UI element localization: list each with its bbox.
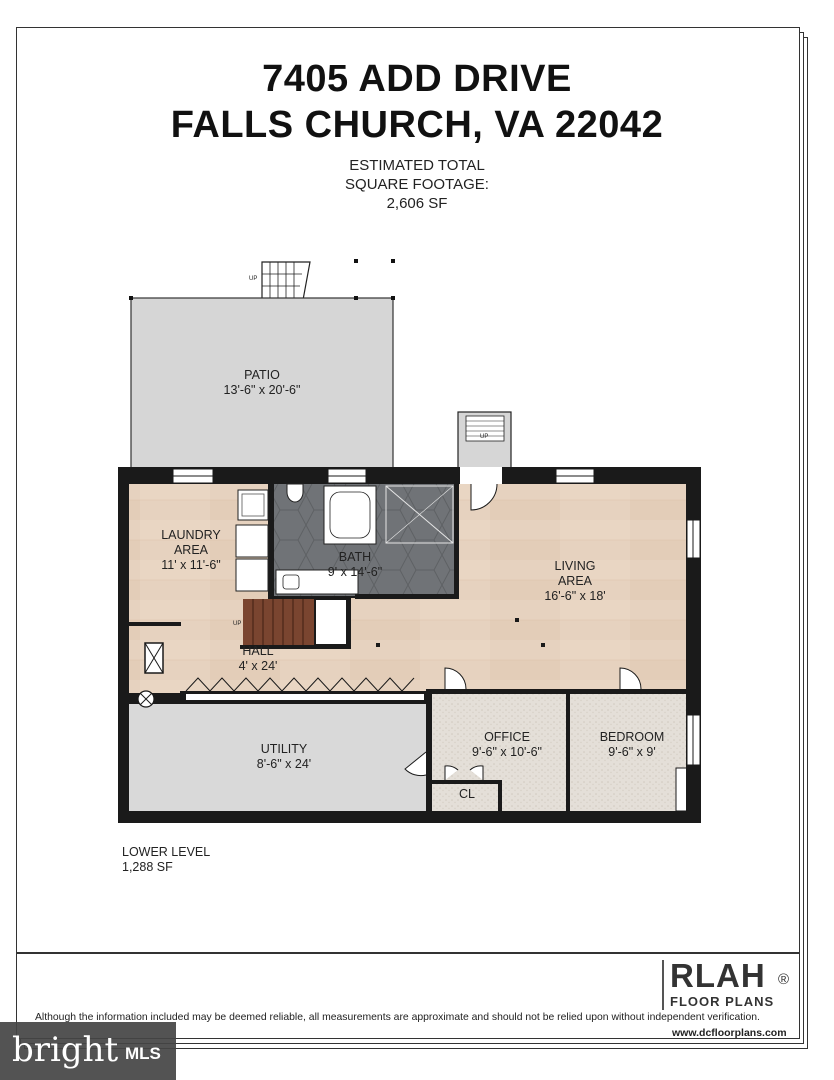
room-name-closet: CL <box>459 787 475 801</box>
registered-mark: ® <box>778 971 790 988</box>
total-square-footage: 2,606 SF <box>386 195 448 212</box>
door-swing <box>404 751 427 777</box>
closet-wall-top <box>432 780 502 784</box>
door-swing <box>675 767 686 812</box>
exterior-door-opening <box>460 467 502 484</box>
bath-wall-left <box>268 484 274 600</box>
room-name-utility: UTILITY <box>260 742 308 756</box>
closet-wall-right <box>498 780 502 812</box>
column-marker <box>541 643 545 647</box>
living-floor-extension <box>350 598 460 691</box>
shower <box>385 485 454 544</box>
living-stair <box>457 411 512 471</box>
column-marker <box>515 618 519 622</box>
room-dims-bedroom: 9'-6" x 9' <box>608 745 656 759</box>
post-marker <box>391 259 395 263</box>
column-marker <box>376 643 380 647</box>
utility-floor <box>129 704 426 811</box>
room-name-laundry: LAUNDRY <box>161 528 221 542</box>
logo-divider <box>662 960 664 1010</box>
room-name-patio: PATIO <box>244 368 280 382</box>
office-bedroom-wall <box>566 694 570 769</box>
bath-wall-bottom <box>355 594 459 599</box>
address-line-2: FALLS CHURCH, VA 22042 <box>170 104 664 146</box>
door-swing <box>469 765 484 780</box>
bedroom-floor <box>570 694 686 811</box>
disclaimer-text: Although the information included may be… <box>35 1012 760 1023</box>
company-logo-subtitle: FLOOR PLANS <box>670 994 775 1009</box>
mls-watermark-brand: bright <box>12 1030 119 1070</box>
room-name-laundry-2: AREA <box>173 543 209 557</box>
hall-stub-wall <box>129 622 181 626</box>
hall-utility-wall-inner <box>186 694 424 700</box>
room-name-bath: BATH <box>338 550 372 564</box>
door-swing <box>444 667 467 690</box>
room-dims-patio: 13'-6" x 20'-6" <box>223 383 301 397</box>
room-name-bedroom: BEDROOM <box>599 730 665 744</box>
utility-office-wall <box>426 694 432 814</box>
room-dims-utility: 8'-6" x 24' <box>256 757 312 771</box>
stair-up-label: UP <box>480 434 489 440</box>
patio-stair <box>261 261 311 301</box>
post-marker <box>354 259 358 263</box>
room-dims-bath: 9' x 14'-6" <box>327 565 383 579</box>
room-dims-office: 9'-6" x 10'-6" <box>472 745 542 759</box>
room-dims-laundry: 11' x 11'-6" <box>161 558 221 572</box>
door-swing <box>619 667 642 690</box>
level-name: LOWER LEVEL <box>122 845 211 859</box>
company-logo: RLAH <box>670 957 766 994</box>
door-swing <box>470 483 498 511</box>
bath-wall-right <box>454 484 459 598</box>
room-dims-hall: 4' x 24' <box>238 659 278 673</box>
bifold-doors <box>185 677 415 692</box>
room-dims-living: 16'-6" x 18' <box>544 589 606 603</box>
door-swing <box>444 765 459 780</box>
address-line-1: 7405 ADD DRIVE <box>262 58 572 100</box>
stair-up-label: UP <box>233 621 242 627</box>
square-footage-label: SQUARE FOOTAGE: <box>345 176 489 193</box>
toilet <box>286 483 304 503</box>
room-name-office: OFFICE <box>484 730 530 744</box>
company-url[interactable]: www.dcfloorplans.com <box>672 1027 787 1039</box>
dryer <box>235 558 269 592</box>
footer-divider <box>16 952 800 954</box>
office-wall-top <box>426 689 701 694</box>
living-floor <box>456 484 686 691</box>
patio-slab <box>130 297 394 471</box>
estimated-total-label: ESTIMATED TOTAL <box>349 157 485 174</box>
room-name-hall: HALL <box>242 644 274 658</box>
mls-watermark-background <box>0 1022 176 1080</box>
mls-watermark-suffix: MLS <box>125 1044 161 1063</box>
interior-stair <box>240 598 351 649</box>
room-name-living: LIVING <box>554 559 596 573</box>
level-area: 1,288 SF <box>122 860 173 874</box>
washer <box>235 524 269 558</box>
stair-up-label: UP <box>249 276 258 282</box>
room-name-living-2: AREA <box>557 574 593 588</box>
